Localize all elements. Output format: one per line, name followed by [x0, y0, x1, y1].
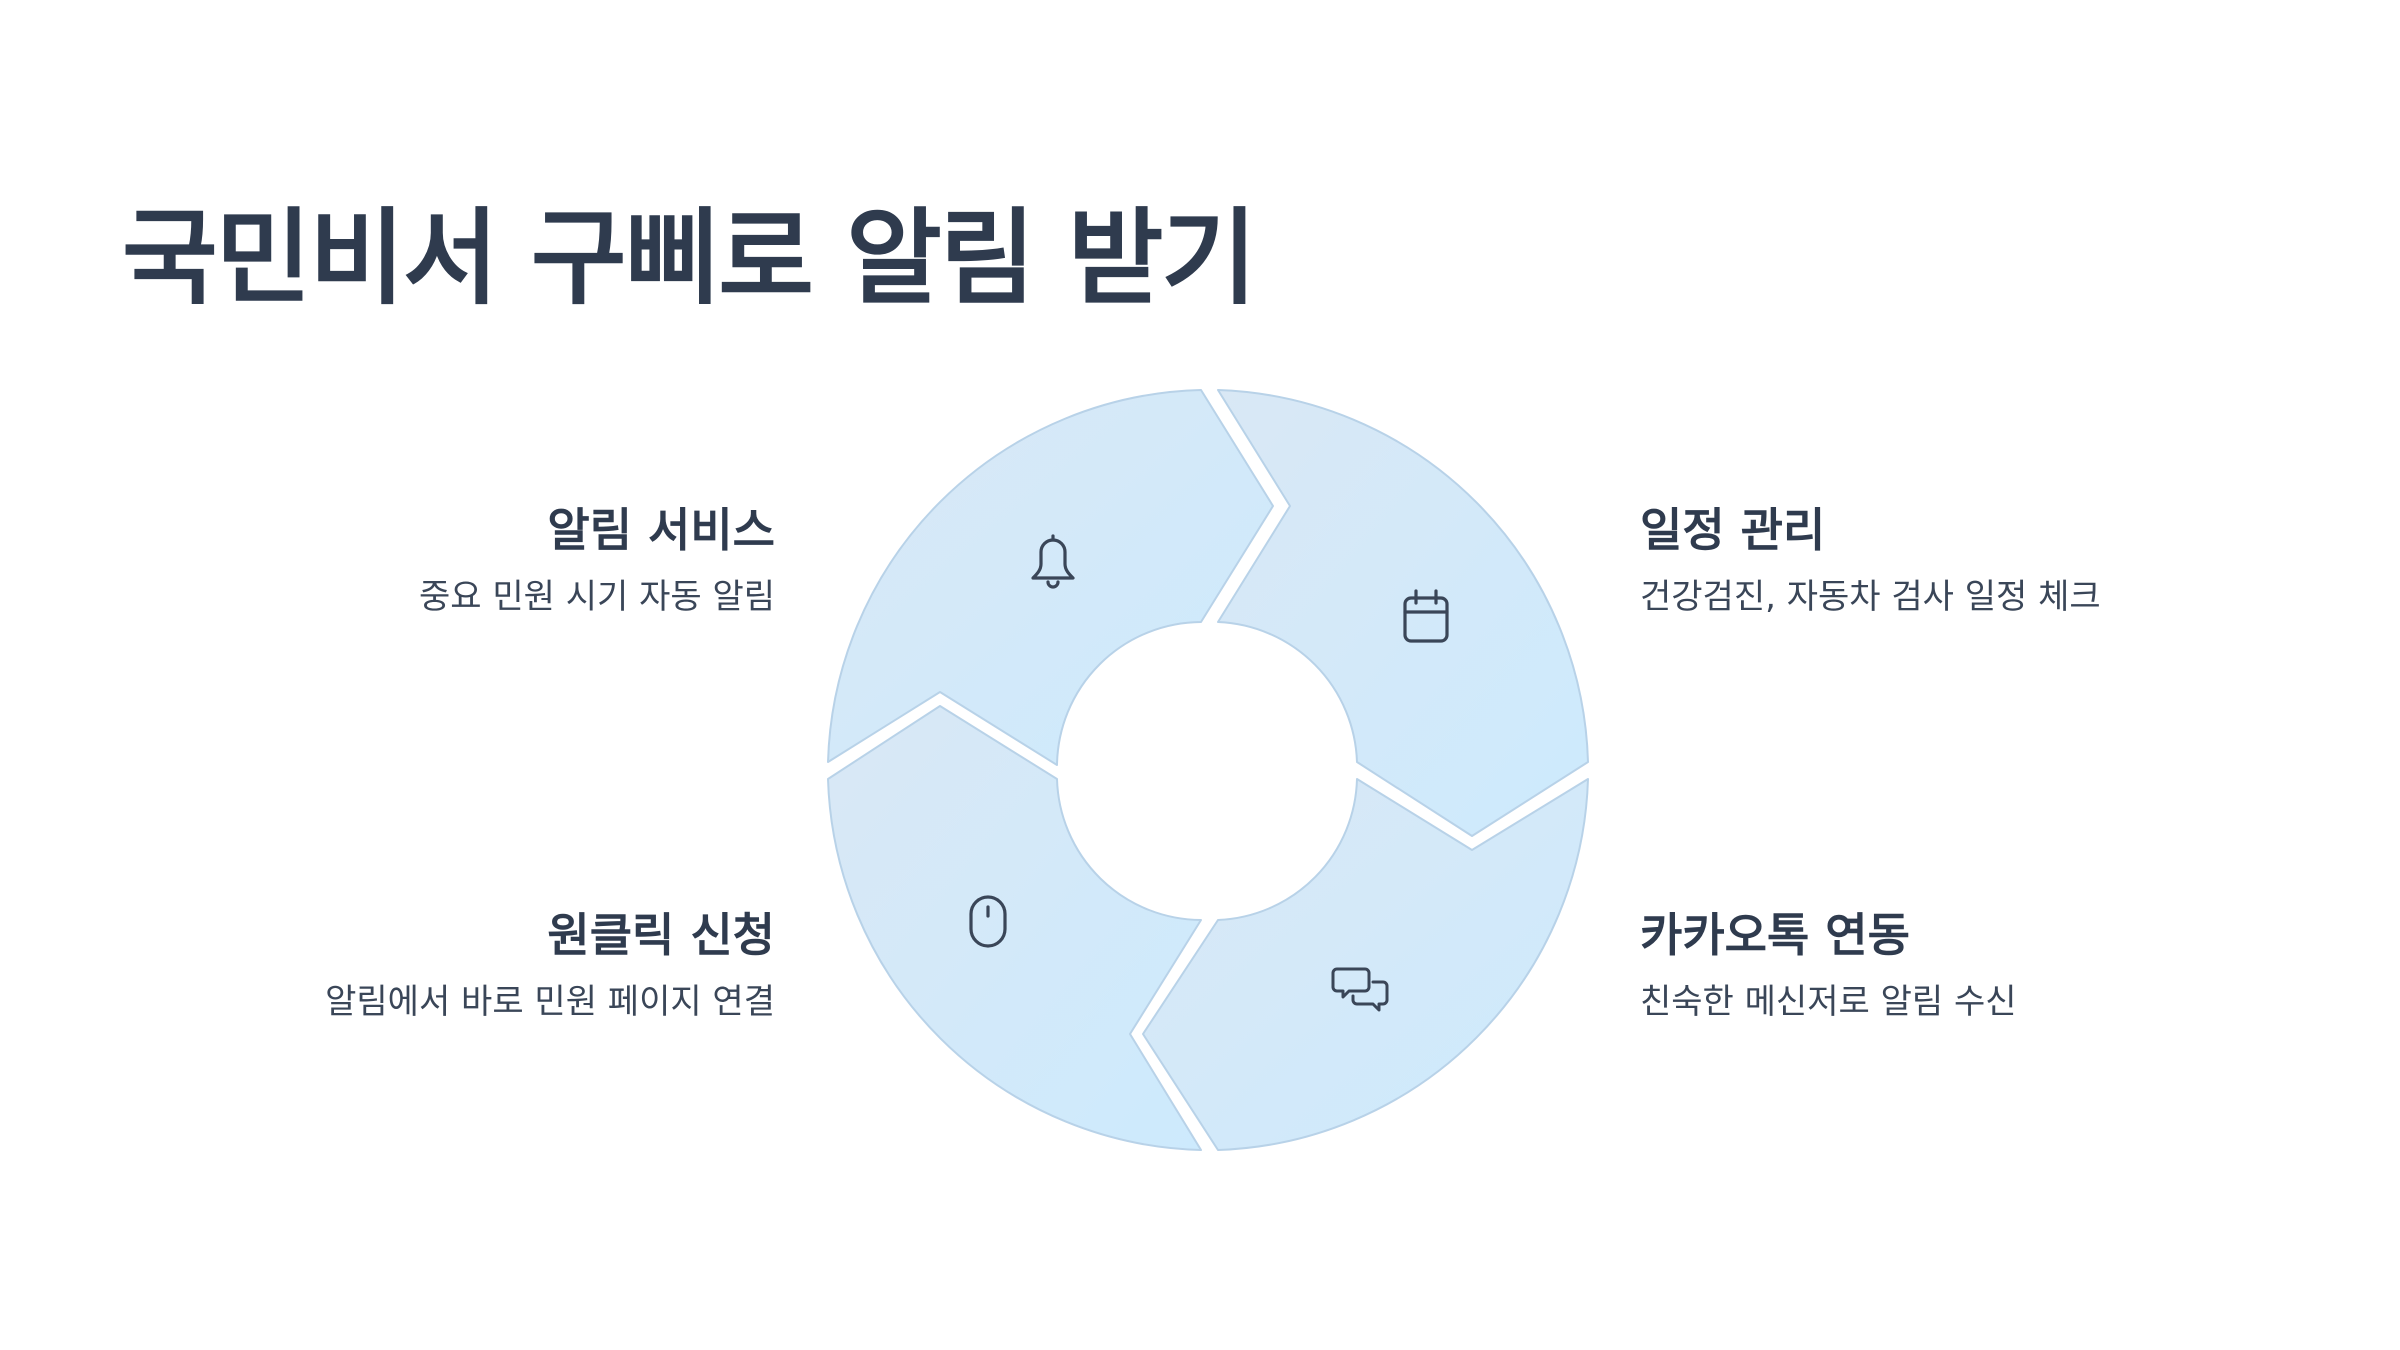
step-title: 일정 관리 — [1640, 503, 1826, 557]
calendar-icon — [1403, 589, 1449, 643]
step-one-click: 원클릭 신청 알림에서 바로 민원 페이지 연결 — [135, 905, 775, 1025]
bell-icon — [1031, 534, 1075, 589]
step-title: 카카오톡 연동 — [1640, 908, 1910, 962]
step-title: 원클릭 신청 — [547, 908, 775, 962]
segment-one-click — [827, 705, 1202, 1151]
step-schedule: 일정 관리 건강검진, 자동차 검사 일정 체크 — [1640, 500, 2280, 620]
segment-kakaotalk — [1142, 778, 1589, 1151]
step-description: 알림에서 바로 민원 페이지 연결 — [325, 982, 775, 1022]
mouse-icon — [969, 895, 1007, 948]
step-alert-service: 알림 서비스 중요 민원 시기 자동 알림 — [135, 500, 775, 620]
chat-icon — [1331, 967, 1389, 1012]
page-title: 국민비서 구삐로 알림 받기 — [122, 197, 1257, 319]
step-description: 건강검진, 자동차 검사 일정 체크 — [1640, 577, 2101, 617]
cycle-segments — [827, 389, 1589, 1151]
step-description: 중요 민원 시기 자동 알림 — [418, 577, 775, 617]
step-title: 알림 서비스 — [547, 503, 775, 557]
segment-schedule — [1217, 389, 1589, 837]
step-kakaotalk: 카카오톡 연동 친숙한 메신저로 알림 수신 — [1640, 905, 2280, 1025]
step-description: 친숙한 메신저로 알림 수신 — [1640, 982, 2017, 1022]
